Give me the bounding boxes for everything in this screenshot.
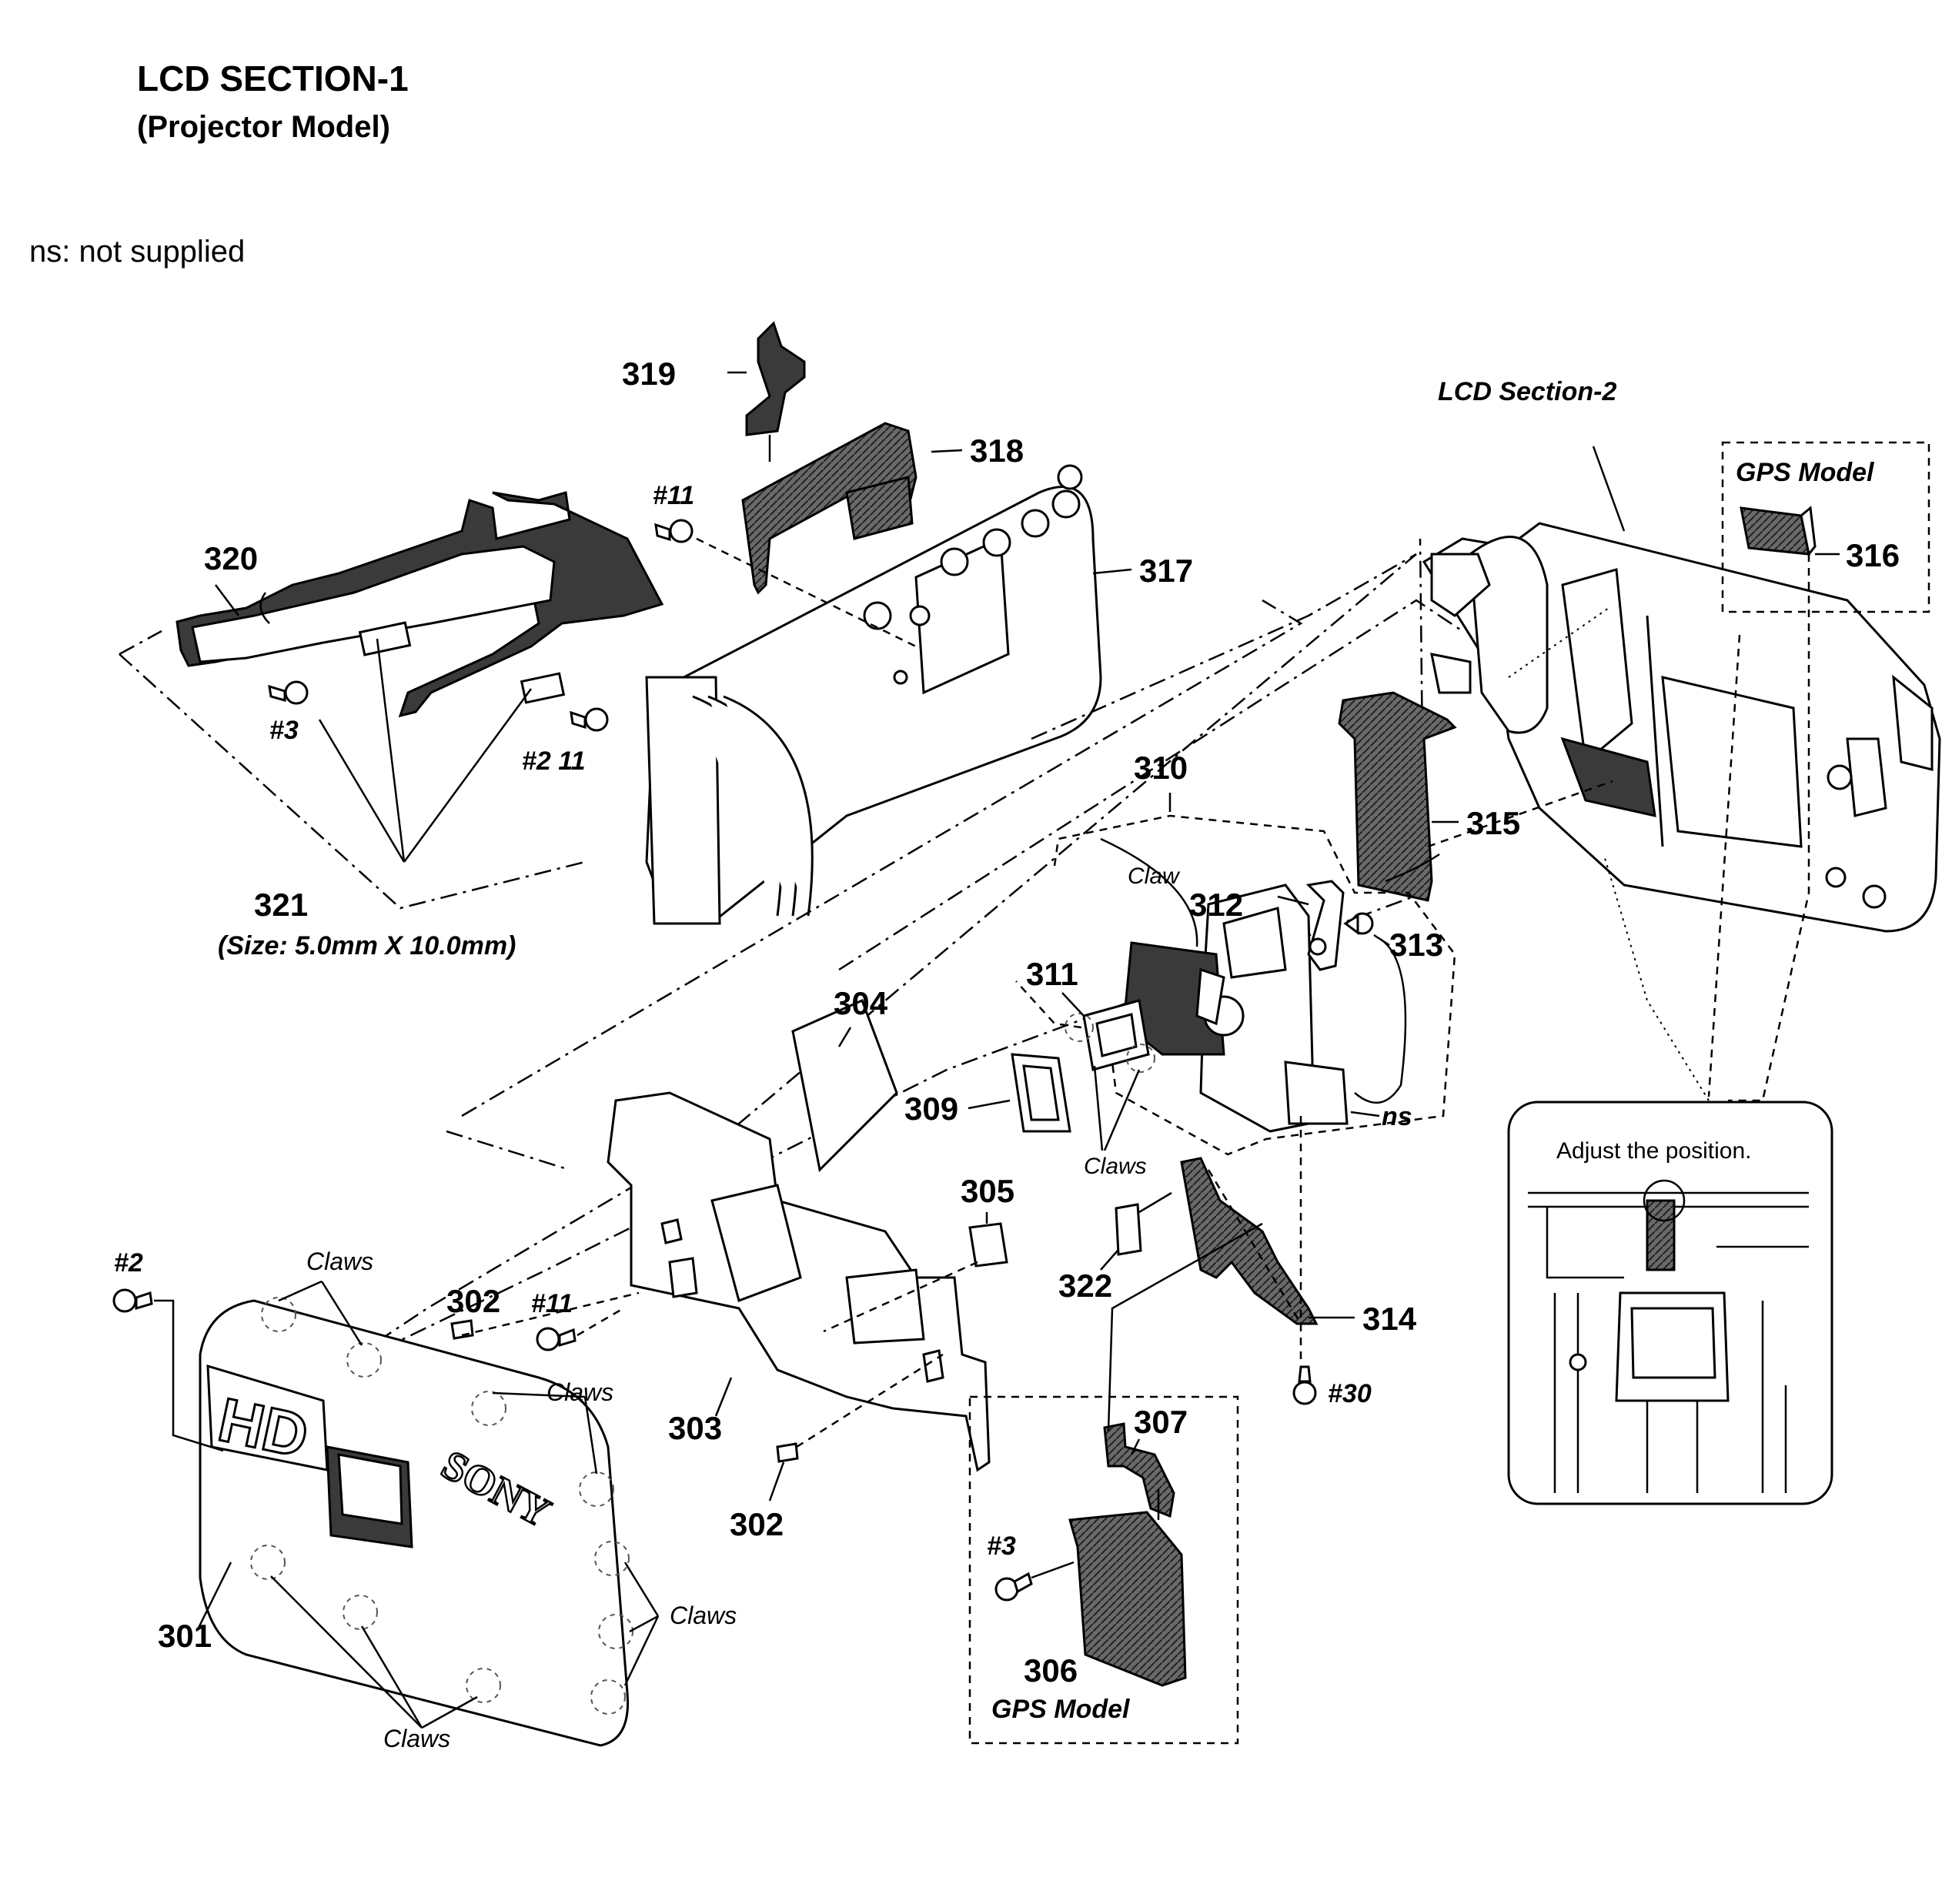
screw-label-3b: #3 [987, 1532, 1016, 1561]
gps-label-lower: GPS Model [991, 1695, 1131, 1724]
screw-label-11a: #11 [653, 481, 694, 510]
part-309-gasket [1011, 1053, 1071, 1133]
label-311: 311 [1026, 956, 1078, 992]
label-313: 313 [1389, 927, 1443, 963]
screw-label-2: #2 [114, 1248, 143, 1278]
part-319-bracket [745, 321, 806, 436]
detail-view [1507, 1101, 1833, 1505]
label-302-upper: 302 [446, 1283, 500, 1319]
label-319: 319 [622, 356, 676, 392]
part-306-antenna [1068, 1511, 1187, 1687]
label-303: 303 [668, 1410, 722, 1446]
label-304: 304 [834, 985, 888, 1021]
part-310-lcd-assembly [1122, 884, 1349, 1133]
label-322: 322 [1058, 1268, 1112, 1304]
label-301: 301 [158, 1618, 212, 1654]
part-312-lever [1305, 880, 1345, 971]
label-318: 318 [970, 433, 1024, 469]
screw-label-2-11: #2 11 [522, 747, 586, 776]
section-2-reference: LCD Section-2 [1438, 377, 1616, 406]
screw-3-lower [994, 1572, 1033, 1602]
annotation-claws-right-top: Claws [546, 1378, 613, 1406]
label-302-lower: 302 [730, 1506, 784, 1542]
screw-label-3a: #3 [269, 716, 299, 745]
label-321: 321 [254, 887, 308, 923]
screw-label-30: #30 [1328, 1379, 1372, 1408]
screw-30 [1292, 1365, 1317, 1405]
part-305-pad [968, 1222, 1008, 1268]
part-314-flex [1180, 1157, 1319, 1325]
screw-313 [1343, 912, 1374, 935]
screw-label-11b: #11 [531, 1289, 573, 1318]
detail-caption: Adjust the position. [1556, 1138, 1752, 1164]
part-318-bracket [741, 422, 918, 595]
gps-box-upper [1721, 441, 1930, 613]
part-316-module [1740, 506, 1817, 557]
label-317: 317 [1139, 553, 1193, 589]
label-320: 320 [204, 540, 258, 576]
part-302-pad-lower [776, 1442, 799, 1463]
part-315-shield [1338, 691, 1457, 902]
label-312: 312 [1189, 887, 1243, 923]
page-title: LCD SECTION-1 [137, 58, 409, 99]
part-301-cover [199, 1299, 630, 1747]
label-306: 306 [1024, 1652, 1078, 1689]
label-314: 314 [1362, 1301, 1417, 1337]
gps-box-lower [968, 1395, 1239, 1745]
not-supplied-note: ns: not supplied [29, 235, 245, 269]
label-309: 309 [904, 1091, 958, 1127]
part-320-frame [175, 491, 664, 718]
label-307: 307 [1134, 1404, 1188, 1440]
label-305: 305 [961, 1173, 1014, 1209]
part-307-flex [1103, 1422, 1175, 1518]
screw-2-11-upper [570, 707, 609, 732]
part-322-pad [1115, 1203, 1142, 1256]
cover-claw-circles [250, 1297, 633, 1715]
part-303-bracket [607, 1091, 991, 1472]
annotation-claws-top: Claws [306, 1248, 373, 1275]
part-304-sheet [791, 998, 898, 1173]
screw-11-lower [536, 1327, 577, 1351]
part-317-panel [645, 464, 1102, 925]
page-subtitle: (Projector Model) [137, 110, 390, 144]
gps-label-upper: GPS Model [1736, 458, 1875, 487]
screw-11-upper [654, 519, 694, 543]
annotation-claws-bottom: Claws [383, 1725, 450, 1752]
size-note: (Size: 5.0mm X 10.0mm) [218, 931, 516, 960]
annotation-claw: Claw [1128, 863, 1181, 889]
part-311-frame [1082, 999, 1150, 1071]
label-310: 310 [1134, 750, 1188, 786]
annotation-claws-right: Claws [670, 1602, 737, 1629]
screw-3-upper [268, 680, 309, 705]
screw-2 [112, 1288, 153, 1313]
annotation-claws-center: Claws [1084, 1154, 1147, 1179]
label-316: 316 [1846, 537, 1900, 573]
annotation-ns: ns [1382, 1102, 1412, 1131]
lcd-section-2-housing [1422, 522, 1941, 933]
